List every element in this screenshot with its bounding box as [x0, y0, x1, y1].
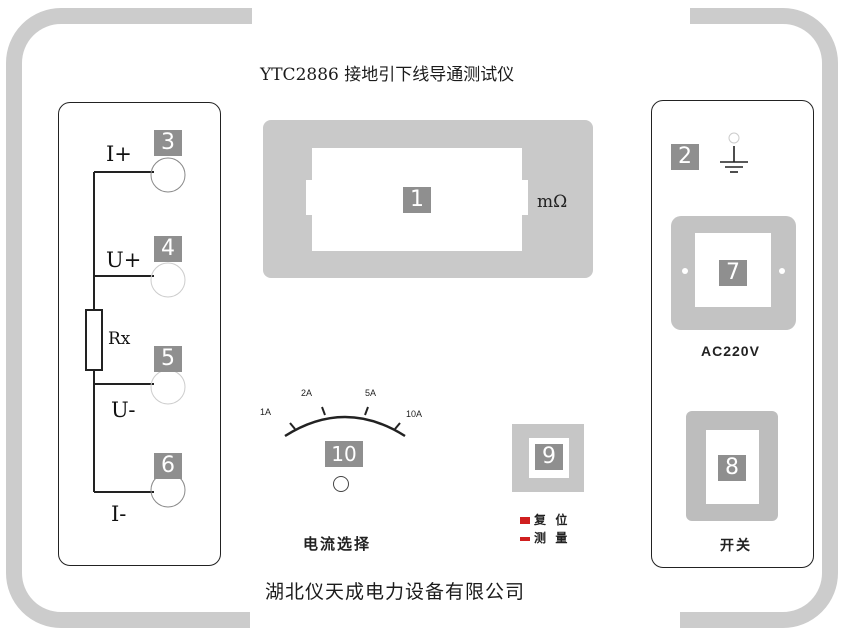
display-unit: mΩ: [537, 192, 568, 212]
reset-indicator: 复 位: [520, 511, 570, 528]
power-switch-number: 8: [718, 455, 746, 481]
terminal-u-plus-label: U+: [106, 248, 142, 272]
terminal-i-plus-label: I+: [106, 142, 132, 166]
terminal-i-minus-socket[interactable]: [151, 473, 185, 507]
lcd-notch-left-bottom: [306, 215, 312, 251]
current-option-1a[interactable]: 1A: [260, 407, 272, 417]
current-dial-arc: [284, 406, 406, 438]
terminal-i-minus-label: I-: [111, 502, 127, 526]
terminal-u-plus-number: 4: [154, 236, 182, 262]
reset-mark-icon: [520, 517, 530, 525]
current-option-5a[interactable]: 5A: [365, 388, 377, 398]
measure-label: 测 量: [534, 531, 571, 545]
terminal-u-minus-number: 5: [154, 346, 182, 372]
display-number: 1: [403, 187, 431, 213]
terminal-u-plus-socket[interactable]: [151, 263, 185, 297]
manufacturer-name: 湖北仪天成电力设备有限公司: [265, 581, 526, 603]
current-option-2a[interactable]: 2A: [301, 388, 313, 398]
lcd-notch-right: [522, 148, 528, 180]
power-switch-label: 开关: [720, 537, 752, 553]
power-socket-screw-right: [779, 268, 785, 274]
power-panel: [651, 100, 814, 568]
lcd-notch-left: [306, 148, 312, 180]
current-option-10a[interactable]: 10A: [406, 409, 423, 419]
measure-indicator: 测 量: [520, 529, 570, 546]
resistor-rx-label: Rx: [108, 329, 131, 349]
device-title: YTC2886 接地引下线导通测试仪: [260, 65, 515, 85]
current-selector-knob[interactable]: [333, 476, 349, 492]
terminal-i-plus-socket[interactable]: [151, 158, 185, 192]
current-selector-label: 电流选择: [303, 536, 372, 553]
terminal-wiring: [85, 157, 186, 508]
title-plate: [252, 0, 690, 26]
terminal-i-minus-number: 6: [154, 453, 182, 479]
terminal-i-plus-number: 3: [154, 130, 182, 156]
power-socket-screw-left: [682, 268, 688, 274]
footer-plate: [250, 590, 680, 635]
terminal-u-minus-label: U-: [111, 398, 136, 422]
lcd-notch-right-bottom: [522, 215, 528, 251]
ground-icon[interactable]: [718, 130, 750, 178]
terminal-u-minus-socket[interactable]: [151, 370, 185, 404]
ground-number: 2: [671, 144, 699, 170]
current-selector-number: 10: [325, 441, 363, 467]
reset-label: 复 位: [534, 513, 571, 527]
terminal-panel: [58, 102, 221, 566]
test-button-number: 9: [535, 444, 563, 470]
power-socket-label: AC220V: [701, 343, 760, 359]
power-socket-number: 7: [719, 260, 747, 286]
measure-mark-icon: [520, 536, 530, 541]
